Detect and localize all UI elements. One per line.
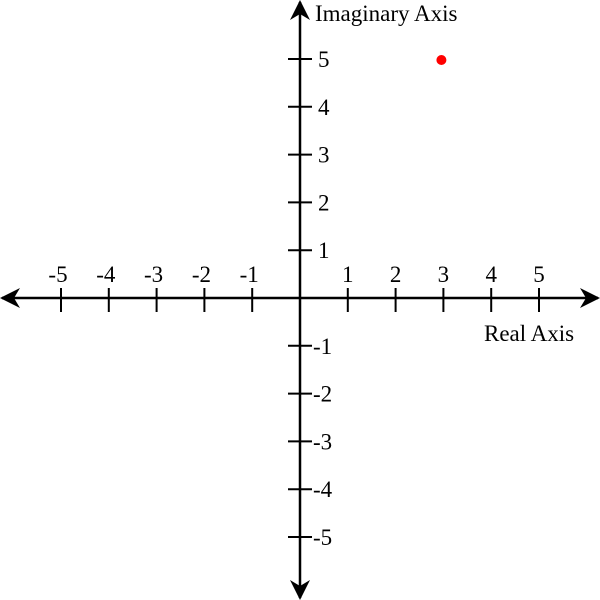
y-tick-label: 5 (318, 47, 330, 72)
x-tick-label: 1 (342, 262, 354, 287)
tick-labels-group: -5 -4 -3 -2 -1 1 2 3 4 5 5 4 3 2 1 -1 -2 -3 -4 -5 (48, 47, 544, 550)
x-tick-label: -3 (144, 262, 163, 287)
x-tick-label: -5 (48, 262, 67, 287)
points-group (436, 55, 447, 65)
y-tick-label: -1 (313, 334, 332, 359)
x-tick-label: 3 (438, 262, 450, 287)
y-tick-label: 1 (318, 238, 330, 263)
data-point (436, 55, 447, 65)
x-tick-label: -1 (240, 262, 259, 287)
x-tick-label: 2 (390, 262, 402, 287)
x-tick-label: -2 (192, 262, 211, 287)
x-axis-label: Real Axis (484, 321, 574, 346)
y-axis-label: Imaginary Axis (315, 1, 457, 26)
y-tick-label: -5 (313, 525, 332, 550)
x-tick-label: 5 (533, 262, 545, 287)
y-tick-label: 3 (318, 143, 330, 168)
y-tick-label: -3 (313, 429, 332, 454)
y-tick-label: -4 (313, 477, 333, 502)
ticks-group (60, 58, 540, 538)
y-tick-label: 4 (318, 95, 330, 120)
y-tick-label: 2 (318, 190, 330, 215)
x-tick-label: -4 (96, 262, 116, 287)
y-tick-label: -2 (313, 382, 332, 407)
x-tick-label: 4 (485, 262, 497, 287)
